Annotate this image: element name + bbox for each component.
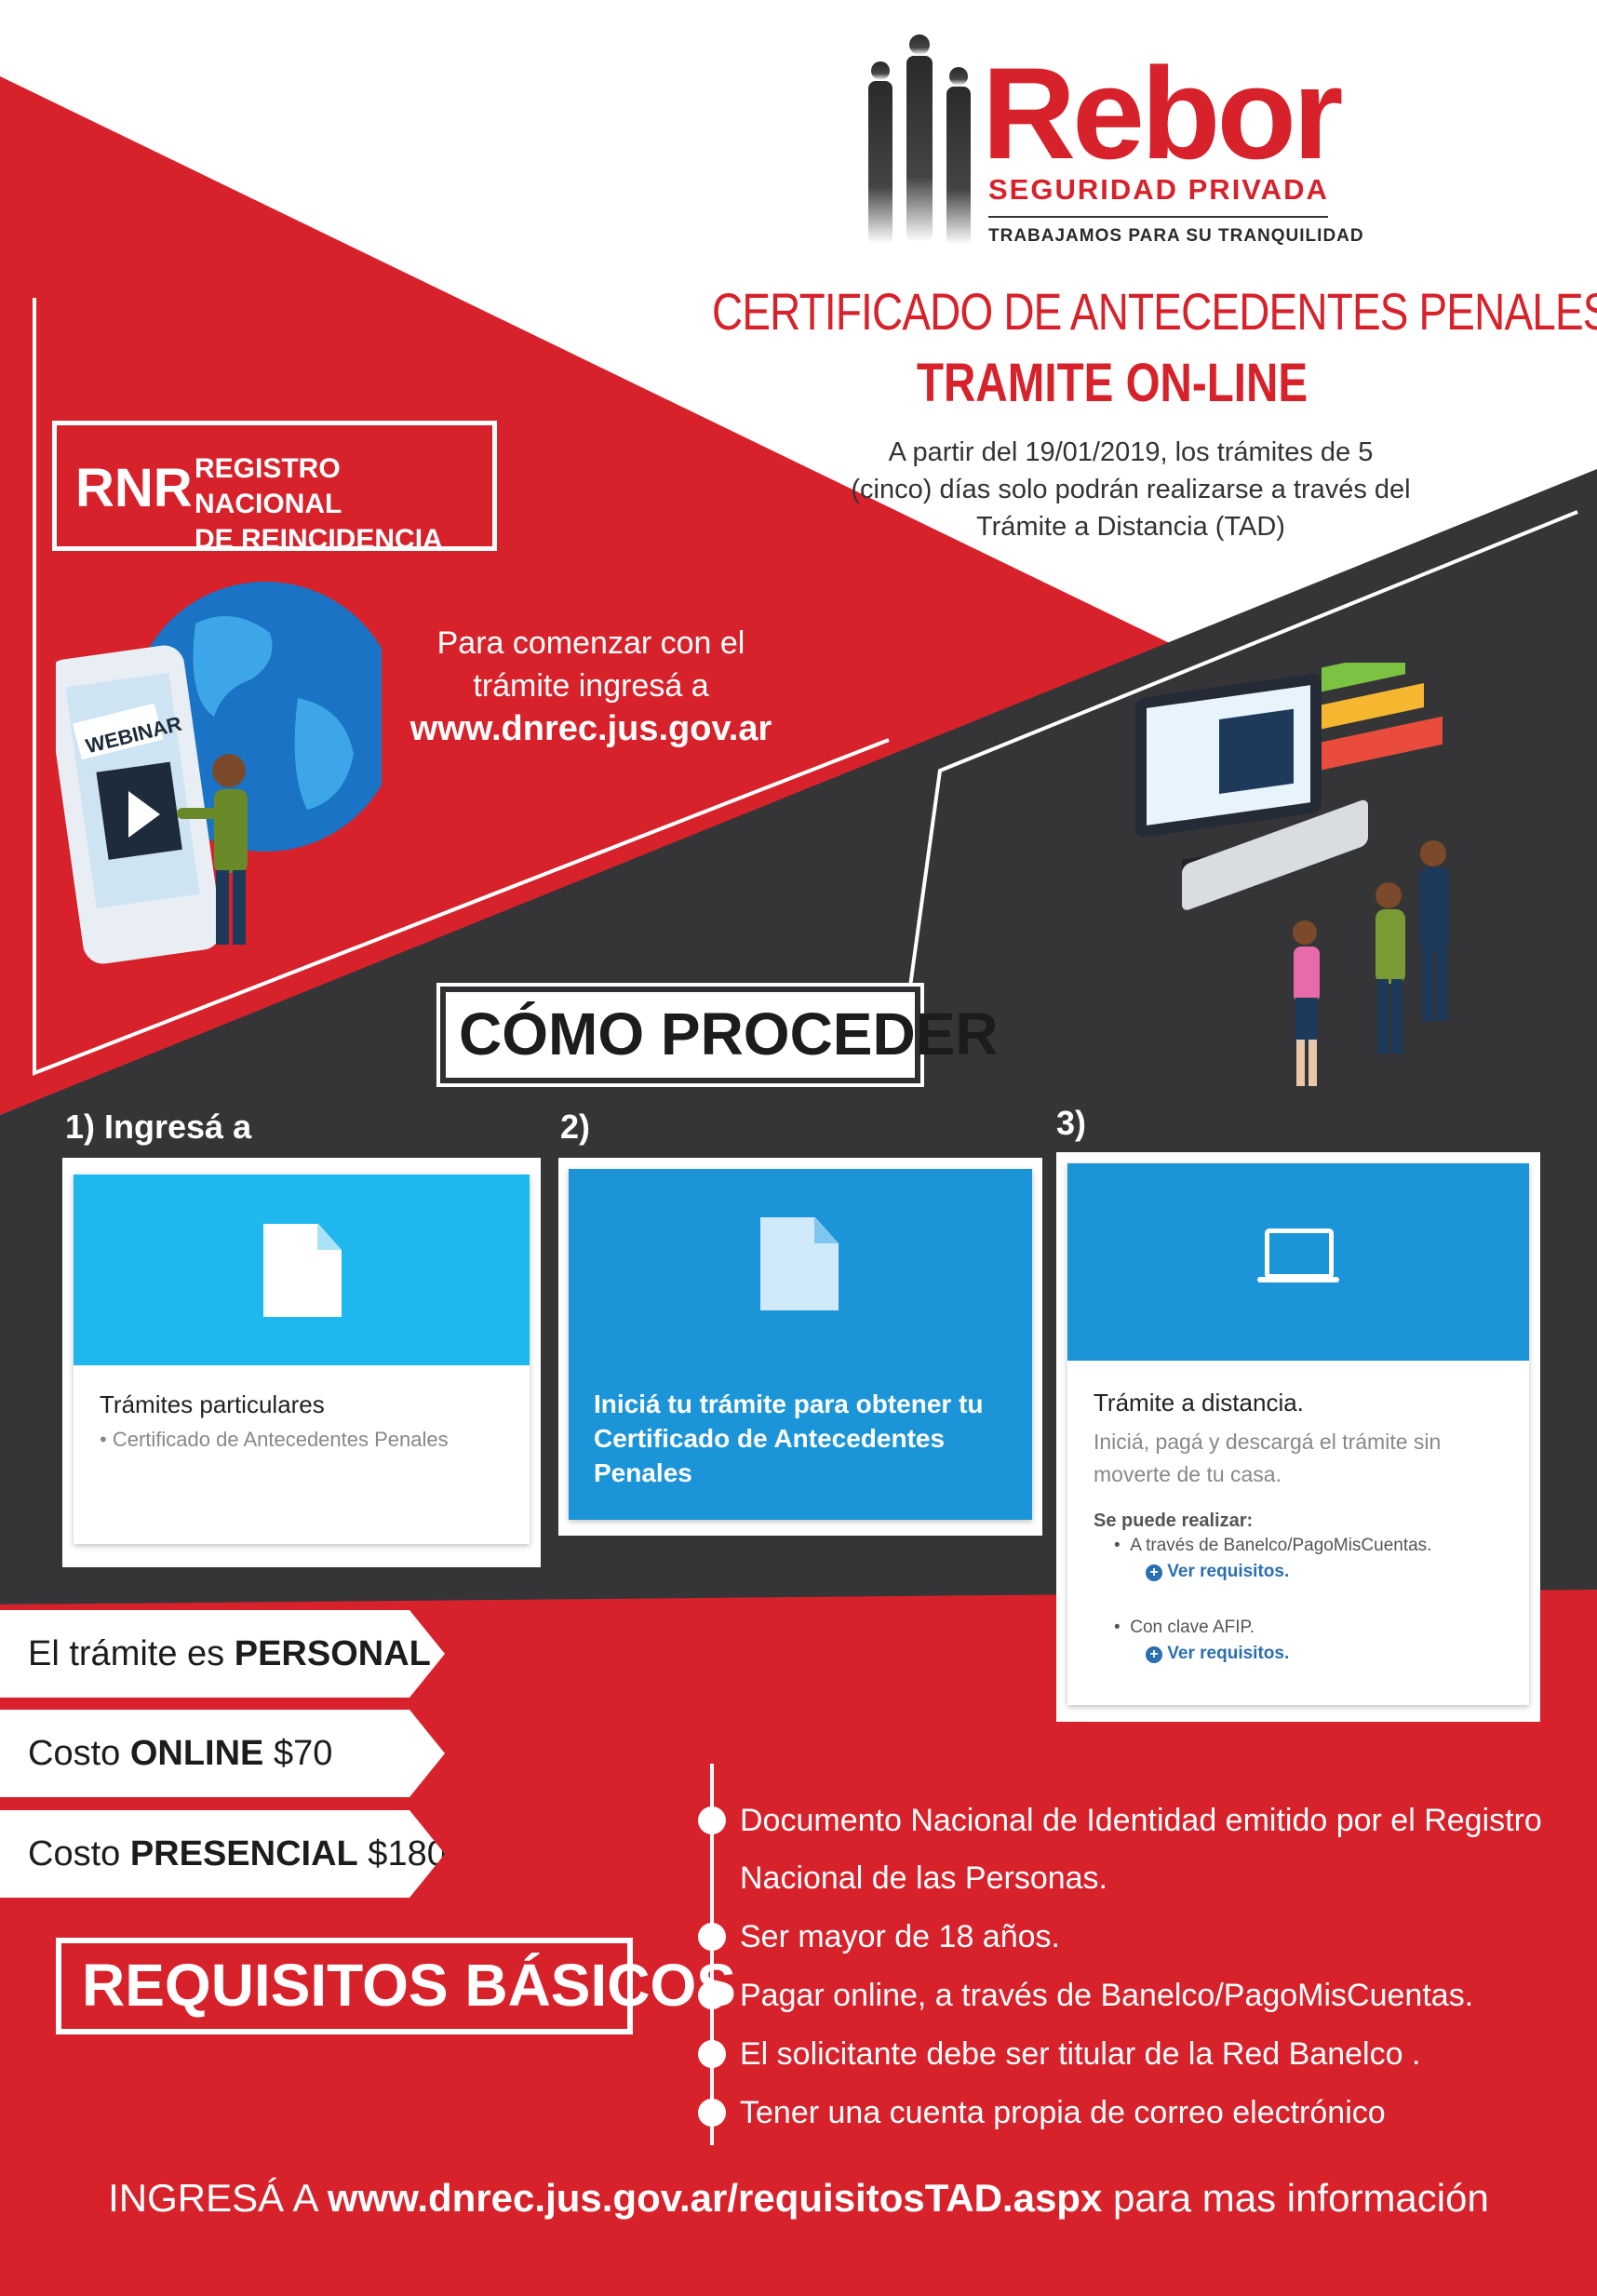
rnr-abbr: RNR [75,458,193,518]
card3-header [1067,1163,1529,1361]
card1-header [74,1175,530,1365]
card-tramites-particulares[interactable]: Trámites particulares • Certificado de A… [74,1175,530,1544]
card3-option2-link[interactable]: + Ver requisitos. [1146,1644,1289,1664]
card2-text: Iniciá tu trámite para obtener tu Certif… [594,1390,984,1487]
intro-text: A partir del 19/01/2019, los trámites de… [851,437,1411,542]
como-proceder-box: CÓMO PROCEDER [436,983,999,1087]
card-tramites-particulares-frame: Trámites particulares • Certificado de A… [62,1158,541,1567]
bullet-dot [698,1981,726,2009]
card3-title: Trámite a distancia. [1094,1389,1304,1417]
rnr-fullname: REGISTRO NACIONAL DE REINCIDENCIA [195,453,443,555]
card3-description: Iniciá, pagá y descargá el trámite sin m… [1094,1430,1442,1486]
card1-title: Trámites particulares [100,1390,325,1418]
card3-option1-link[interactable]: + Ver requisitos. [1146,1562,1289,1582]
step2-label: 2) [560,1108,591,1146]
title-certificado: CERTIFICADO DE ANTECEDENTES PENALES [712,282,1597,341]
tag-costo-presencial: Costo PRESENCIAL $180 [0,1810,445,1898]
requisito-item: Pagar online, a través de Banelco/PagoMi… [740,1978,1474,2013]
logo-wordmark: Rebor [982,40,1343,186]
plus-circle-icon: + [1146,1646,1162,1663]
requisitos-title: REQUISITOS BÁSICOS [82,1952,736,2019]
tag-personal: El trámite es PERSONAL [0,1610,445,1698]
bullet-dot [698,2099,726,2127]
card-tramite-distancia-frame: Trámite a distancia. Iniciá, pagá y desc… [1056,1152,1540,1722]
requisitos-title-box: REQUISITOS BÁSICOS [56,1938,736,2034]
tag-online-bold: ONLINE [129,1734,264,1773]
requisito-item: Ser mayor de 18 años. [740,1919,1060,1954]
webinar-illustration: WEBINAR [46,568,400,977]
bullet-dot [698,2040,726,2068]
requisito-item: Documento Nacional de Identidad emitido … [740,1803,1542,1896]
logo-subtitle: SEGURIDAD PRIVADA [988,173,1329,206]
start-url-link[interactable]: www.dnrec.jus.gov.ar [409,709,772,748]
bullet-dot: • [1114,1618,1131,1637]
step3-label: 3) [1056,1104,1087,1142]
logo-figures [854,28,985,251]
computer-illustration [1126,650,1480,1100]
tag-costo-online: Costo ONLINE $70 [0,1710,445,1797]
bullet-dot: • [1114,1536,1131,1555]
card-iniciar-tramite[interactable]: Iniciá tu trámite para obtener tu Certif… [569,1169,1032,1520]
bullet-dot [698,1806,726,1834]
rnr-badge: RNR REGISTRO NACIONAL DE REINCIDENCIA [52,421,497,555]
como-proceder-title: CÓMO PROCEDER [459,1000,999,1067]
plus-circle-icon: + [1146,1564,1162,1581]
requisito-item: El solicitante debe ser titular de la Re… [740,2036,1421,2072]
logo-tagline: TRABAJAMOS PARA SU TRANQUILIDAD [988,226,1364,246]
tag-personal-bold: PERSONAL [234,1634,431,1673]
card3-option-banelco: • A través de Banelco/PagoMisCuentas. [1114,1536,1432,1555]
card1-subtitle-link[interactable]: • Certificado de Antecedentes Penales [100,1428,449,1451]
card3-option-afip: • Con clave AFIP. [1114,1618,1255,1637]
laptop-icon [1257,1229,1339,1282]
start-instructions: Para comenzar con el trámite ingresá a w… [391,622,791,750]
footer-info: INGRESÁ A www.dnrec.jus.gov.ar/requisito… [108,2176,1489,2220]
card-iniciar-tramite-frame: Iniciá tu trámite para obtener tu Certif… [558,1158,1042,1536]
footer-url-link[interactable]: www.dnrec.jus.gov.ar/requisitosTAD.aspx [327,2176,1103,2220]
step1-label: 1) Ingresá a [65,1108,252,1146]
card-tramite-distancia[interactable]: Trámite a distancia. Iniciá, pagá y desc… [1067,1163,1529,1705]
requisito-item: Tener una cuenta propia de correo electr… [740,2095,1386,2130]
logo-divider [988,216,1328,218]
card3-can-do-label: Se puede realizar: [1094,1511,1254,1531]
tag-presencial-bold: PRESENCIAL [129,1834,358,1873]
title-tramite-online: TRAMITE ON-LINE [917,353,1308,413]
bullet-dot [698,1923,726,1951]
